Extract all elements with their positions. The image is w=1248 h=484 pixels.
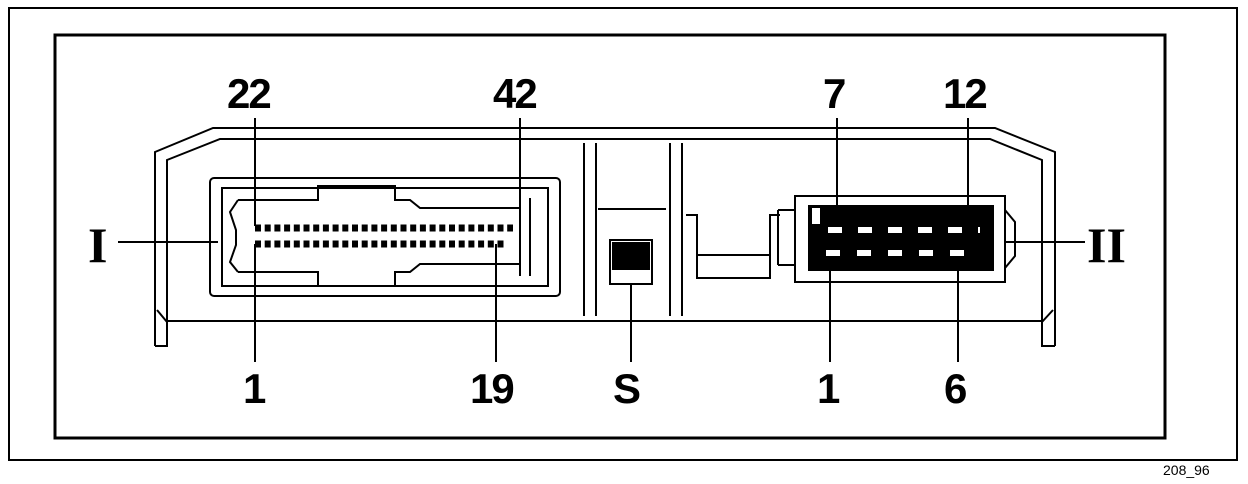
connector-1-pin-42-label: 42 — [493, 70, 536, 117]
switch-marker: S — [613, 365, 640, 412]
connector-2-pin-7-label: 7 — [823, 70, 845, 117]
switch-knob — [612, 242, 650, 270]
connector-1-pin-19-label: 19 — [470, 365, 513, 412]
connector-2-housing — [777, 195, 1016, 283]
connector-2-marker: II — [1087, 217, 1126, 273]
connector-2-pin-1-label: 1 — [817, 365, 840, 412]
connector-2-pin-12-label: 12 — [943, 70, 986, 117]
connector-1-pin-1-label: 1 — [243, 365, 266, 412]
figure-reference: 208_96 — [1163, 462, 1210, 478]
connector-2-pin-6-label: 6 — [944, 365, 966, 412]
latch-bracket — [686, 214, 780, 279]
connector-1-housing — [209, 177, 561, 297]
connector-2-socket — [808, 205, 994, 271]
control-unit-housing — [154, 127, 1056, 347]
connector-1-pin-22-label: 22 — [227, 70, 270, 117]
leader-lines — [118, 118, 1085, 362]
connector-1-marker: I — [88, 217, 107, 273]
connector-2-key — [812, 208, 820, 224]
